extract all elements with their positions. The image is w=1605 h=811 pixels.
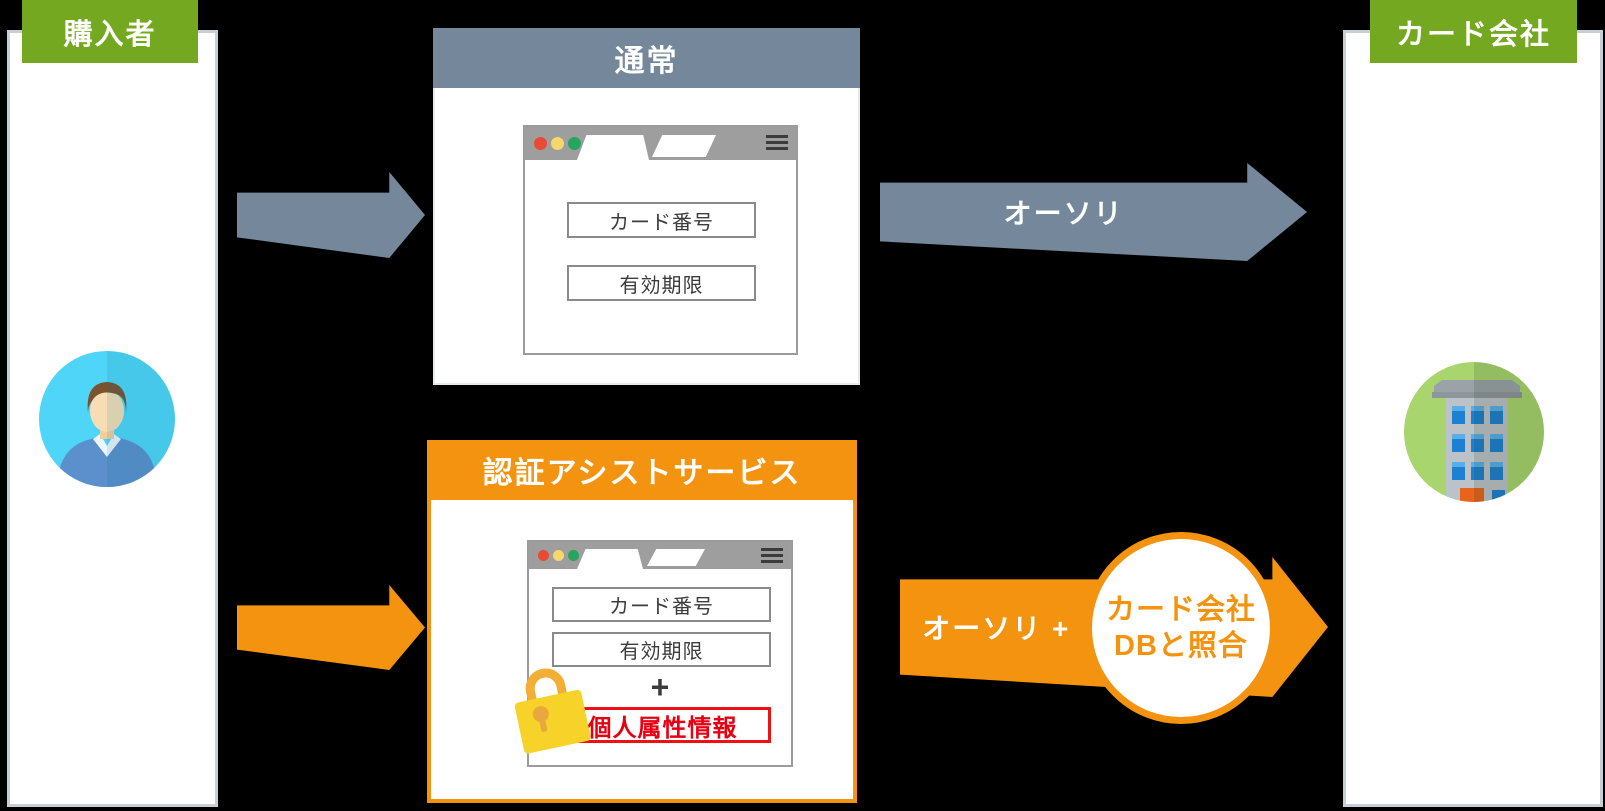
- traffic-light-icons: [538, 550, 579, 561]
- card-number-label: カード番号: [609, 596, 714, 618]
- building-icon: [1404, 362, 1544, 502]
- db-match-line2: DBと照合: [1114, 630, 1248, 662]
- card-company-label: カード会社: [1395, 18, 1551, 51]
- personal-attribute-label: 個人属性情報: [587, 714, 738, 742]
- card-number-label: カード番号: [609, 211, 714, 234]
- personal-attribute-field: 個人属性情報: [554, 707, 771, 743]
- authorization-plus-arrow-label: オーソリ +: [922, 613, 1071, 644]
- buyer-badge: 購入者: [22, 0, 198, 63]
- normal-browser-titlebar: [525, 127, 796, 160]
- card-number-field: カード番号: [552, 587, 771, 622]
- arrow-buyer-to-assist: [237, 585, 425, 670]
- normal-flow-title: 通常: [614, 45, 679, 78]
- arrow-buyer-to-normal: [237, 172, 425, 258]
- browser-tab-background: [652, 135, 716, 157]
- expiry-label: 有効期限: [619, 641, 704, 663]
- assist-flow-header: 認証アシストサービス: [427, 440, 857, 500]
- expiry-field: 有効期限: [567, 265, 756, 301]
- normal-flow-header: 通常: [433, 28, 860, 88]
- db-match-line1: カード会社: [1105, 593, 1256, 626]
- expiry-field: 有効期限: [552, 632, 771, 667]
- traffic-light-yellow-icon: [551, 137, 564, 150]
- buyer-label: 購入者: [63, 18, 157, 51]
- traffic-light-red-icon: [538, 550, 549, 561]
- person-icon: [39, 351, 175, 487]
- db-match-badge: カード会社 DBと照合: [1085, 532, 1277, 724]
- menu-icon: [761, 548, 783, 566]
- menu-icon: [766, 135, 788, 153]
- expiry-label: 有効期限: [619, 274, 704, 297]
- arrow-normal-to-company: オーソリ: [880, 163, 1307, 261]
- browser-tab-active: [577, 549, 643, 569]
- traffic-light-yellow-icon: [553, 550, 564, 561]
- authorization-arrow-label: オーソリ: [1003, 198, 1124, 229]
- traffic-light-green-icon: [568, 550, 579, 561]
- card-company-badge: カード会社: [1370, 0, 1577, 63]
- traffic-light-icons: [534, 137, 581, 150]
- browser-tab-background: [647, 549, 705, 566]
- plus-sign: +: [650, 668, 670, 705]
- traffic-light-red-icon: [534, 137, 547, 150]
- normal-browser-window: カード番号 有効期限: [523, 125, 798, 355]
- card-number-field: カード番号: [567, 202, 756, 238]
- browser-tab-active: [577, 135, 649, 160]
- traffic-light-green-icon: [568, 137, 581, 150]
- assist-browser-titlebar: [529, 542, 791, 569]
- assist-flow-title: 認証アシストサービス: [482, 457, 802, 490]
